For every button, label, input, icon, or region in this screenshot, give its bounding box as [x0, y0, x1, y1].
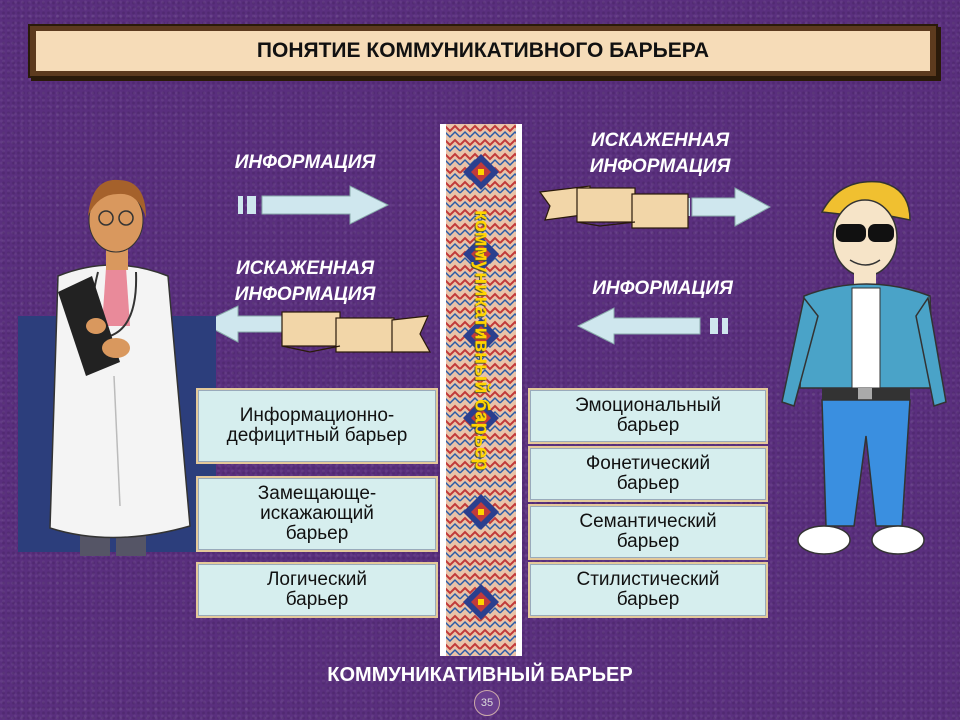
- right-barrier-semantic: Семантический барьер: [528, 504, 768, 560]
- bottom-caption: КОММУНИКАТИВНЫЙ БАРЬЕР: [327, 664, 633, 686]
- arrow-right-top-left: [238, 185, 390, 225]
- right-barrier-stylistic: Стилистический барьер: [528, 562, 768, 618]
- right-barrier-label: Семантический барьер: [579, 511, 717, 552]
- young-man-figure: [781, 180, 947, 555]
- arrow-left-mid-right: [576, 307, 728, 345]
- rug-diamonds: [463, 154, 499, 620]
- scroll-top-right: [538, 185, 689, 229]
- arrow-right-top-right: [538, 185, 772, 229]
- left-barrier-label: Информационно-дефицитный барьер: [226, 405, 408, 446]
- barrier-label: коммуникативный барьер: [470, 209, 493, 471]
- scroll-mid-left: [281, 311, 432, 353]
- left-barrier-substitution: Замещающе-искажающий барьер: [196, 476, 438, 552]
- left-barrier-label: Логический барьер: [266, 569, 368, 610]
- page-title: ПОНЯТИЕ КОММУНИКАТИВНОГО БАРЬЕРА: [36, 31, 930, 71]
- left-barrier-label: Замещающе-искажающий барьер: [257, 483, 377, 544]
- left-barrier-logical: Логический барьер: [196, 562, 438, 618]
- label-info-mid-right: ИНФОРМАЦИЯ: [592, 278, 733, 299]
- right-barrier-emotional: Эмоциональный барьер: [528, 388, 768, 444]
- label-distorted-top-right: ИСКАЖЕННАЯ ИНФОРМАЦИЯ: [589, 130, 731, 177]
- label-distorted-mid-left: ИСКАЖЕННАЯ ИНФОРМАЦИЯ: [234, 258, 376, 305]
- right-barrier-label: Стилистический барьер: [576, 569, 720, 610]
- arrow-left-mid-left: [200, 305, 432, 353]
- right-barrier-label: Фонетический барьер: [585, 453, 711, 494]
- left-barrier-info-deficit: Информационно-дефицитный барьер: [196, 388, 438, 464]
- barrier-rug: [440, 124, 522, 656]
- doctor-figure: [18, 179, 216, 556]
- right-barrier-phonetic: Фонетический барьер: [528, 446, 768, 502]
- page-number: 35: [474, 690, 500, 716]
- right-barrier-label: Эмоциональный барьер: [575, 395, 721, 436]
- title-bar: ПОНЯТИЕ КОММУНИКАТИВНОГО БАРЬЕРА: [28, 24, 938, 78]
- label-info-top-left: ИНФОРМАЦИЯ: [234, 152, 376, 173]
